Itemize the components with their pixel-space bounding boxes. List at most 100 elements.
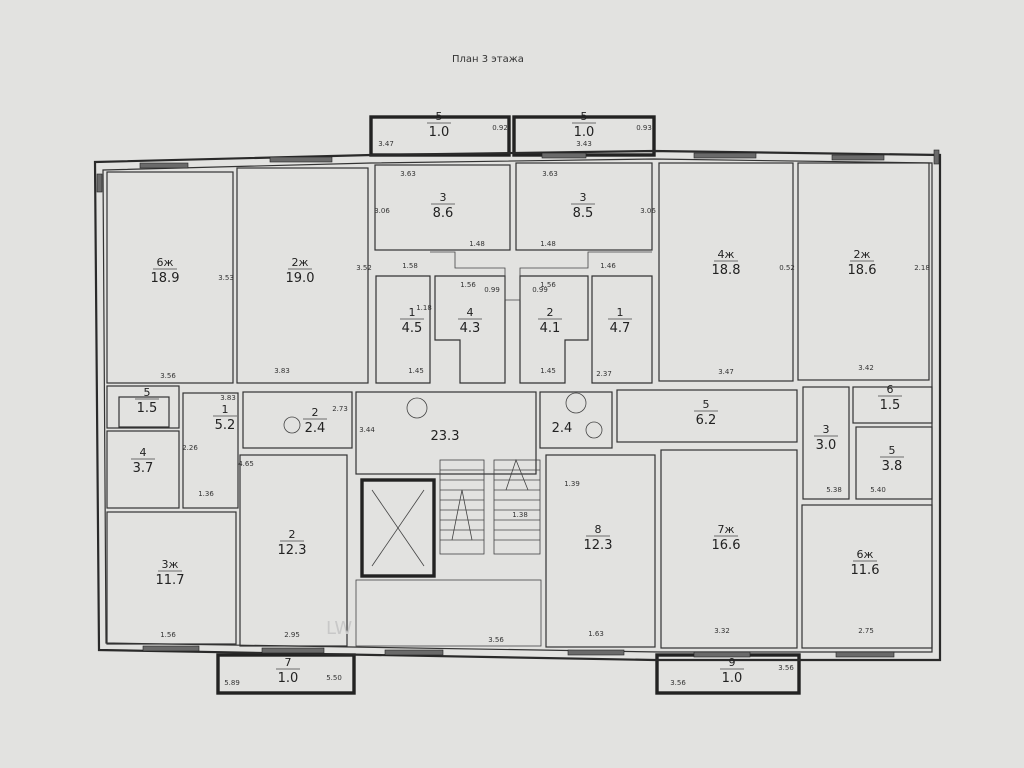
- room-area: 16.6: [712, 538, 741, 553]
- dimension-label: 4.65: [238, 460, 254, 468]
- dimension-label: 1.48: [469, 240, 485, 248]
- stair-steps: [439, 458, 541, 555]
- room-number: 2ж: [292, 256, 309, 269]
- room-number: 4ж: [718, 248, 735, 261]
- dimension-label: 1.56: [460, 281, 476, 289]
- room-label-r-small-1: 14.5: [400, 306, 424, 336]
- room-label-r-bath-right: 2.4: [552, 421, 573, 436]
- room-number: 2: [312, 406, 319, 419]
- room-label-balcony-bottom-left: 71.0: [276, 656, 300, 686]
- room-outline: [236, 167, 369, 384]
- room-area: 3.8: [882, 459, 903, 474]
- room-outline: [106, 430, 180, 509]
- dimension-label: 0.92: [492, 124, 508, 132]
- room-outline: [852, 386, 933, 424]
- room-number: 6ж: [157, 256, 174, 269]
- dimension-label: 1.58: [402, 262, 418, 270]
- room-label-r-small-4: 14.7: [608, 306, 632, 336]
- room-number: 1: [617, 306, 624, 319]
- window: [693, 651, 751, 658]
- room-label-r-second-bottom: 212.3: [278, 528, 307, 558]
- room-area: 1.5: [137, 401, 158, 416]
- room-label-r-right-5: 53.8: [880, 444, 904, 474]
- room-label-r-right-6: 61.5: [878, 383, 902, 413]
- dimension-label: 3.63: [400, 170, 416, 178]
- room-number: 4: [467, 306, 474, 319]
- room-outline: [545, 454, 656, 648]
- stair-hall-outline: [355, 391, 537, 475]
- room-number: 1: [222, 403, 229, 416]
- dimension-label: 5.89: [224, 679, 240, 687]
- room-area: 8.6: [433, 206, 454, 221]
- room-labels: 51.051.06ж18.92ж19.038.638.54ж18.82ж18.6…: [131, 110, 904, 686]
- window: [933, 149, 940, 165]
- room-outline: [374, 164, 511, 251]
- room-area: 5.2: [215, 418, 236, 433]
- room-label-r-hall-left: 15.2: [213, 403, 237, 433]
- dimension-label: 1.56: [160, 631, 176, 639]
- fixture-sink: [585, 421, 603, 439]
- room-number: 1: [409, 306, 416, 319]
- dimension-label: 0.52: [779, 264, 795, 272]
- room-number: 3: [440, 191, 447, 204]
- room-area: 1.0: [429, 125, 450, 140]
- room-area: 18.6: [848, 263, 877, 278]
- room-area: 18.9: [151, 271, 180, 286]
- room-number: 9: [729, 656, 736, 669]
- room-area: 2.4: [305, 421, 326, 436]
- room-area: 6.2: [696, 413, 717, 428]
- room-number: 6: [887, 383, 894, 396]
- corridor-notch: [430, 251, 652, 301]
- dimension-label: 2.18: [914, 264, 930, 272]
- room-outline: [182, 392, 239, 509]
- room-number: 6ж: [857, 548, 874, 561]
- room-outline: [591, 275, 653, 384]
- room-area: 23.3: [431, 429, 460, 444]
- room-number: 2ж: [854, 248, 871, 261]
- dimension-label: 3.56: [160, 372, 176, 380]
- room-outline: [239, 454, 348, 647]
- room-label-r-kitchen-left: 38.6: [431, 191, 455, 221]
- room-outline: [106, 385, 180, 429]
- elevator-shaft: [360, 478, 436, 578]
- dimension-label: 1.38: [512, 511, 528, 519]
- dimension-label: 0.99: [532, 286, 548, 294]
- dimension-label: 3.63: [542, 170, 558, 178]
- room-area: 4.3: [460, 321, 481, 336]
- dimension-label: 3.32: [714, 627, 730, 635]
- dimension-label: 3.47: [718, 368, 734, 376]
- dimension-label: 1.18: [416, 304, 432, 312]
- room-area: 18.8: [712, 263, 741, 278]
- room-number: 2: [289, 528, 296, 541]
- dimension-label: 5.50: [326, 674, 342, 682]
- window: [693, 152, 757, 159]
- window: [142, 645, 200, 652]
- room-number: 5: [703, 398, 710, 411]
- outer-wall: [93, 149, 942, 662]
- room-outline: [118, 396, 170, 428]
- room-area: 19.0: [286, 271, 315, 286]
- room-label-r-bath-left: 22.4: [303, 406, 327, 436]
- room-area: 1.0: [278, 671, 299, 686]
- room-outline: [539, 391, 613, 449]
- dimension-label: 5.38: [826, 486, 842, 494]
- room-area: 1.0: [574, 125, 595, 140]
- room-area: 4.5: [402, 321, 423, 336]
- dimension-label: 3.47: [378, 140, 394, 148]
- window: [835, 651, 895, 658]
- dimension-label: 2.73: [332, 405, 348, 413]
- room-outline: [519, 275, 589, 384]
- room-label-r-hall-right: 56.2: [694, 398, 718, 428]
- dimension-label: 1.63: [588, 630, 604, 638]
- room-area: 4.1: [540, 321, 561, 336]
- dimension-label: 3.44: [359, 426, 375, 434]
- elevator-cross: [371, 489, 425, 567]
- room-area: 8.5: [573, 206, 594, 221]
- dimension-label: 3.06: [374, 207, 390, 215]
- window: [96, 173, 103, 193]
- dimension-label: 2.37: [596, 370, 612, 378]
- room-outline: [515, 162, 653, 251]
- room-outline: [802, 386, 850, 500]
- dimension-label: 2.95: [284, 631, 300, 639]
